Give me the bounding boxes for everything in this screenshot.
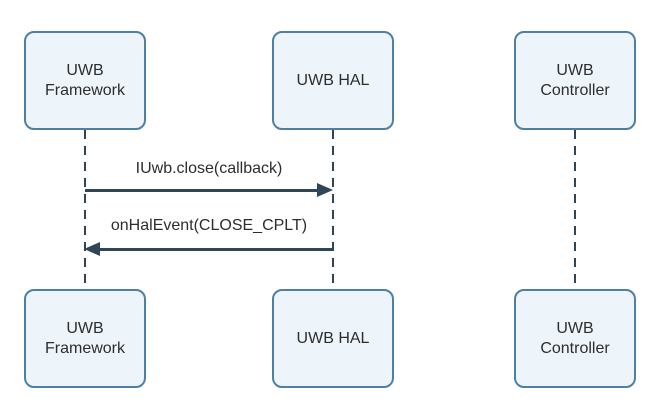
actor-box-uwb-hal-top: UWB HAL [272,31,394,130]
actor-box-uwb-framework-top: UWB Framework [24,31,146,130]
actor-box-uwb-controller-top: UWB Controller [514,31,636,130]
message-line-onhalevent [100,248,333,251]
message-label-iuwb-close: IUwb.close(callback) [135,160,283,177]
actor-label-uwb-controller-bottom: UWB Controller [540,319,610,357]
actor-label-uwb-hal-bottom: UWB HAL [296,329,370,347]
lifeline-uwb-framework [84,130,86,289]
message-line-iuwb-close [85,189,318,192]
actor-box-uwb-framework-bottom: UWB Framework [24,289,146,388]
actor-label-uwb-framework-top: UWB Framework [44,61,125,99]
actor-label-uwb-framework-bottom: UWB Framework [44,319,125,357]
arrowhead-left-icon [84,242,100,256]
lifeline-uwb-hal [332,130,334,289]
lifeline-uwb-controller [574,130,576,289]
arrowhead-right-icon [317,183,333,197]
message-label-onhalevent: onHalEvent(CLOSE_CPLT) [110,217,308,234]
actor-box-uwb-controller-bottom: UWB Controller [514,289,636,388]
actor-box-uwb-hal-bottom: UWB HAL [272,289,394,388]
actor-label-uwb-controller-top: UWB Controller [540,61,610,99]
actor-label-uwb-hal-top: UWB HAL [296,71,370,89]
